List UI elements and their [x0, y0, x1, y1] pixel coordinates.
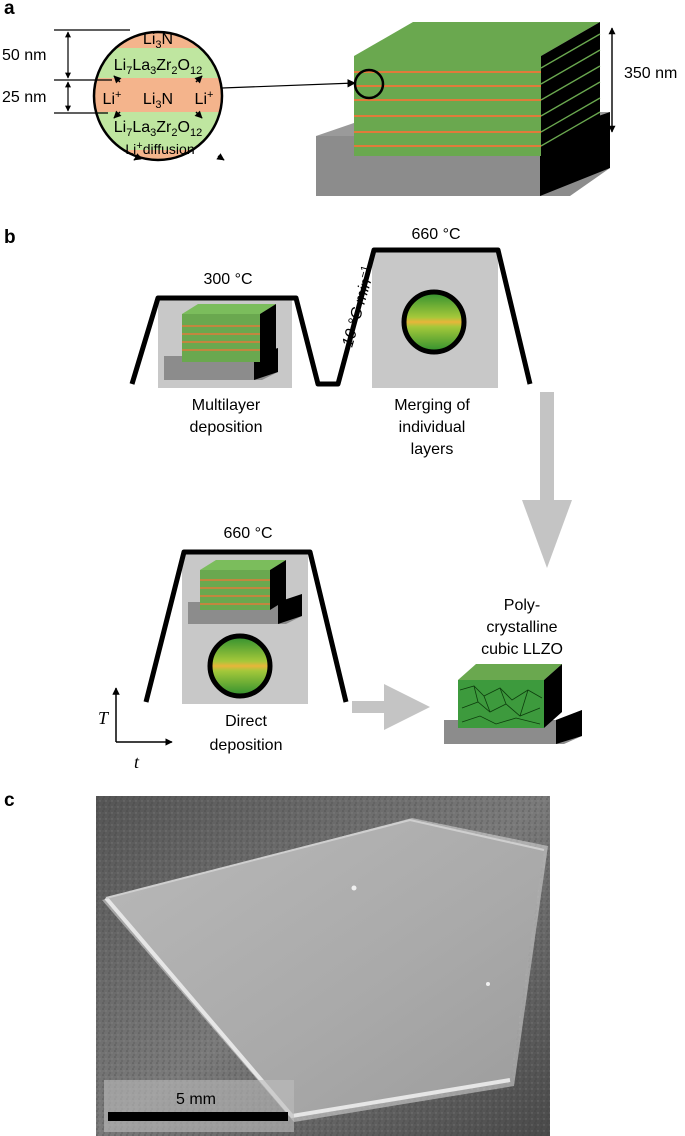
- step2-label-line3: layers: [411, 441, 454, 458]
- layer-label-llzo-bottom: Li7La3Zr2O12: [114, 119, 202, 139]
- layer-label-li3n-middle: Li3N: [143, 91, 173, 111]
- result-label-line1: Poly-: [504, 597, 540, 614]
- multilayer-stack-3d: [316, 22, 610, 196]
- step2-merged-layer-icon: [401, 289, 467, 355]
- stack-height-label: 350 nm: [624, 65, 677, 82]
- result-label-line3: cubic LLZO: [481, 641, 563, 658]
- axis-label-T: T: [98, 708, 110, 728]
- panel-a-letter: a: [4, 0, 15, 19]
- temperature-profile-direct: [143, 549, 349, 703]
- result-polycrystalline-icon: [444, 664, 582, 744]
- step2-label-line1: Merging of: [394, 397, 470, 414]
- step2-label-line2: individual: [399, 419, 466, 436]
- temp-300-label: 300 °C: [203, 271, 252, 288]
- scale-bar-label: 5 mm: [176, 1091, 216, 1108]
- step1-multilayer-icon: [164, 304, 278, 380]
- temperature-profile-multilayer: [129, 247, 533, 387]
- zoom-pointer-arrow: [221, 79, 356, 89]
- magnification-outline: [92, 30, 224, 162]
- panel-c-letter: c: [4, 790, 15, 811]
- li-ion-label-left: Li+: [103, 89, 122, 108]
- dimension-25nm: 25 nm: [2, 89, 46, 106]
- axis-label-t: t: [134, 752, 140, 772]
- li-diffusion-label: Li+diffusion: [125, 140, 194, 157]
- time-temperature-axes: [112, 687, 173, 746]
- scale-bar: [108, 1112, 288, 1121]
- arrow-down-to-result: [522, 392, 572, 568]
- step1-label-line1: Multilayer: [192, 397, 261, 414]
- step3-label-line1: Direct: [225, 713, 267, 730]
- dimension-lines: [54, 29, 130, 114]
- step3-grain-icon: [207, 633, 273, 699]
- step3-label-line2: deposition: [210, 737, 283, 754]
- result-label-line2: crystalline: [486, 619, 557, 636]
- layer-label-li3n-top: Li3N: [143, 31, 173, 51]
- sample-photograph: [96, 796, 550, 1136]
- temp-660-label: 660 °C: [411, 226, 460, 243]
- arrow-right-to-result: [352, 684, 430, 730]
- temp-direct-label: 660 °C: [223, 525, 272, 542]
- panel-b-letter: b: [4, 227, 16, 248]
- diffusion-arrows: [113, 75, 225, 161]
- li-ion-label-right: Li+: [195, 89, 214, 108]
- dimension-50nm: 50 nm: [2, 47, 46, 64]
- layer-label-llzo-top: Li7La3Zr2O12: [114, 57, 202, 77]
- step3-multilayer-icon: [188, 560, 302, 624]
- step1-label-line2: deposition: [190, 419, 263, 436]
